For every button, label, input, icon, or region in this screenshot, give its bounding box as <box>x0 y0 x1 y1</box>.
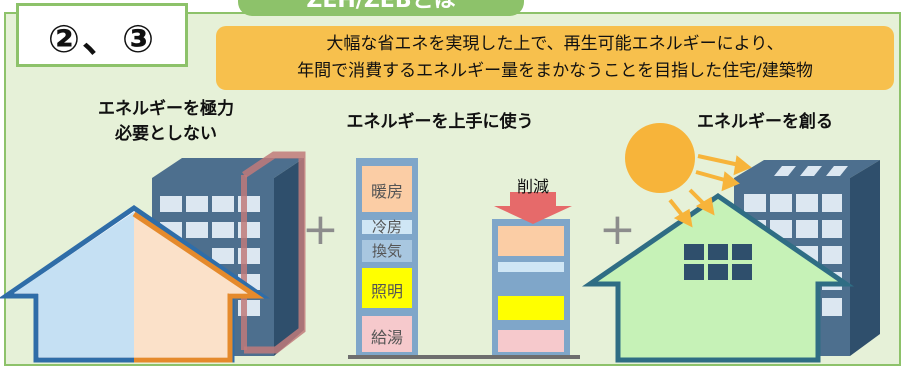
pillar-label-2: エネルギーを上手に使う <box>346 112 534 132</box>
definition-box: 大幅な省エネを実現した上で、再生可能エネルギーにより、 年間で消費するエネルギー… <box>216 26 894 90</box>
pillar-label-3: エネルギーを創る <box>697 112 833 132</box>
ventilation-label: 換気 <box>371 242 402 260</box>
plus-sign-2: + <box>599 204 636 255</box>
plus-sign-1: + <box>302 204 339 255</box>
section-number: ②、③ <box>47 16 157 61</box>
reduction-label: 削減 <box>516 177 549 196</box>
hot-water-label: 給湯 <box>370 328 403 347</box>
heating-label: 暖房 <box>370 182 403 201</box>
energy-usage-bars <box>348 158 580 359</box>
insulated-house-icon <box>0 204 271 363</box>
section-number-box: ②、③ <box>16 3 188 67</box>
cooling-label: 冷房 <box>371 218 402 236</box>
definition-line-1: 大幅な省エネを実現した上で、再生可能エネルギーにより、 <box>326 34 784 54</box>
title-pill: ZEH/ZEBとは <box>238 0 524 16</box>
pillar-label-1: エネルギーを極力 必要としない <box>98 99 234 144</box>
title: ZEH/ZEBとは <box>306 0 456 13</box>
solar-panel-icon <box>684 244 752 280</box>
reduction-arrow-icon <box>494 192 572 224</box>
lighting-label: 照明 <box>370 282 403 301</box>
sun-icon <box>625 123 695 193</box>
definition-line-2: 年間で消費するエネルギー量をまかなうことを目指した住宅/建築物 <box>297 61 813 81</box>
solar-house-icon <box>581 192 855 363</box>
sunlight-arrows-icon <box>668 154 752 228</box>
